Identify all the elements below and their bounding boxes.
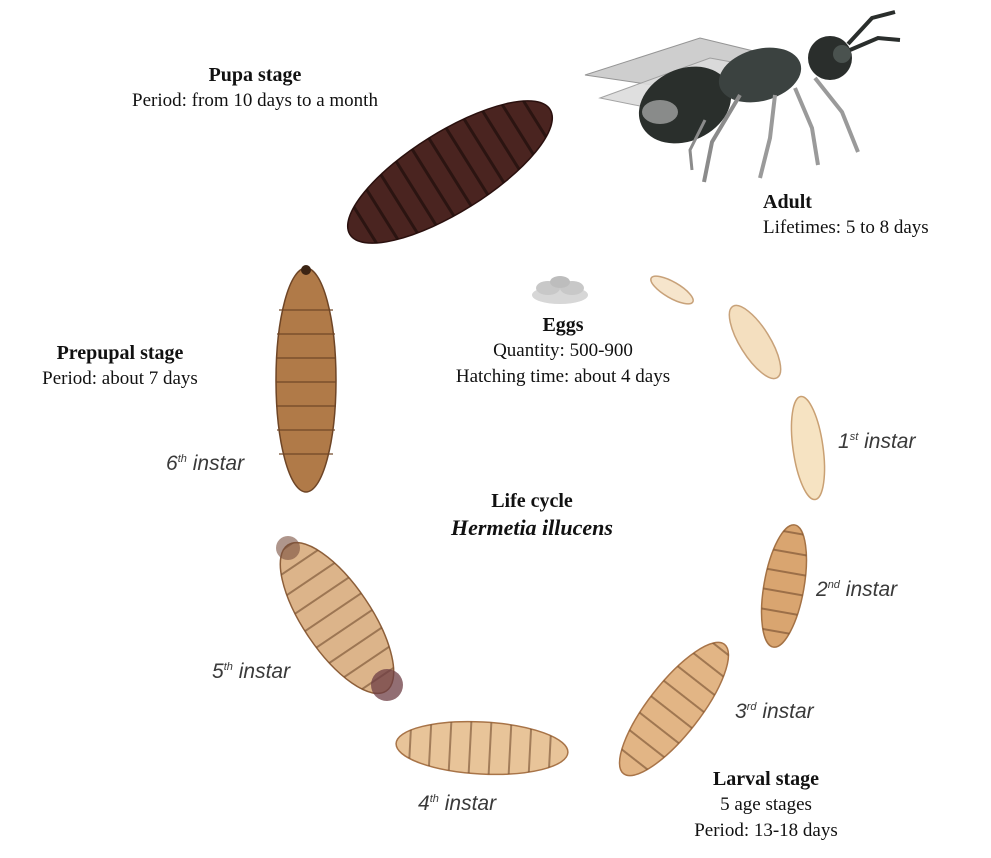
larval-stage-title: Larval stage [656,766,876,792]
prepupal-stage-title: Prepupal stage [0,340,240,366]
life-cycle-center-label: Life cycle Hermetia illucens [392,488,672,542]
early-larva-image [720,298,790,385]
eggs-hatching-time: Hatching time: about 4 days [398,364,728,390]
second-instar-label: 2nd instar [816,578,897,602]
adult-stage-title: Adult [746,189,991,215]
life-cycle-title: Life cycle [392,488,672,514]
larval-stage-label: Larval stage 5 age stages Period: 13-18 … [656,766,876,844]
fifth-instar-label: 5th instar [212,660,290,684]
species-name: Hermetia illucens [392,514,672,542]
first-instar-larva-image [786,394,830,501]
hatchling-larva-image [647,271,697,309]
adult-stage-lifetime: Lifetimes: 5 to 8 days [746,215,991,241]
fourth-instar-label: 4th instar [418,792,496,816]
adult-stage-label: Adult Lifetimes: 5 to 8 days [746,189,991,241]
first-instar-label: 1st instar [838,430,915,454]
fourth-instar-larva-image [395,718,569,779]
pupa-stage-label: Pupa stage Period: from 10 days to a mon… [70,62,440,114]
third-instar-label: 3rd instar [735,700,814,724]
prepupal-stage-period: Period: about 7 days [0,366,240,392]
larval-stage-period: Period: 13-18 days [656,818,876,844]
pupa-stage-period: Period: from 10 days to a month [70,88,440,114]
adult-fly-image [585,12,900,182]
eggs-stage-label: Eggs Quantity: 500-900 Hatching time: ab… [398,312,728,390]
larval-age-stages: 5 age stages [656,792,876,818]
second-instar-larva-image [754,521,815,650]
eggs-quantity: Quantity: 500-900 [398,338,728,364]
pupa-stage-title: Pupa stage [70,62,440,88]
prepupal-stage-label: Prepupal stage Period: about 7 days [0,340,240,392]
sixth-instar-label: 6th instar [166,452,244,476]
eggs-cluster-image [532,276,588,304]
eggs-stage-title: Eggs [398,312,728,338]
